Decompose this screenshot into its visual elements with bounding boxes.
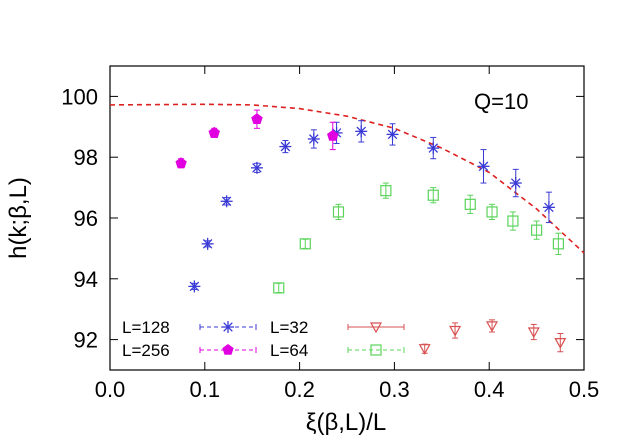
data-point bbox=[355, 125, 368, 138]
data-point bbox=[486, 206, 498, 218]
x-tick-label: 0.3 bbox=[379, 377, 410, 402]
legend-item-l-256: L=256 bbox=[122, 341, 257, 360]
x-tick-label: 0.5 bbox=[569, 377, 600, 402]
data-point bbox=[299, 238, 311, 250]
x-axis-label: ξ(β,L)/L bbox=[306, 409, 387, 436]
data-point bbox=[220, 195, 233, 208]
series-l-64 bbox=[273, 182, 565, 294]
data-point bbox=[542, 201, 555, 214]
data-point bbox=[449, 325, 462, 337]
legend-label: L=32 bbox=[270, 318, 308, 337]
legend-label: L=64 bbox=[270, 341, 308, 360]
data-point bbox=[427, 142, 440, 155]
data-point bbox=[477, 160, 490, 173]
data-point bbox=[307, 132, 320, 145]
y-tick-label: 100 bbox=[61, 84, 98, 109]
y-axis-label: h(k;β,L) bbox=[5, 177, 32, 259]
legend-item-l-64: L=64 bbox=[270, 341, 405, 360]
data-point bbox=[530, 224, 543, 236]
legend-marker bbox=[222, 321, 234, 333]
data-point bbox=[485, 321, 499, 333]
data-point bbox=[509, 177, 522, 190]
series-l-32 bbox=[418, 319, 567, 355]
data-point bbox=[418, 344, 431, 355]
y-tick-label: 94 bbox=[74, 267, 98, 292]
legend-marker bbox=[222, 344, 234, 355]
x-tick-label: 0.1 bbox=[190, 377, 221, 402]
legend-label: L=256 bbox=[122, 341, 170, 360]
y-tick-label: 98 bbox=[74, 145, 98, 170]
series-l-128 bbox=[188, 120, 555, 293]
legend-marker bbox=[370, 344, 382, 356]
x-tick-label: 0.4 bbox=[474, 377, 505, 402]
data-point bbox=[332, 206, 345, 218]
x-tick-label: 0.0 bbox=[95, 377, 126, 402]
data-point bbox=[427, 189, 439, 201]
data-point bbox=[386, 128, 399, 141]
data-point bbox=[251, 113, 263, 124]
data-point bbox=[279, 140, 292, 153]
data-point bbox=[201, 237, 214, 250]
data-point bbox=[175, 157, 187, 169]
data-point bbox=[208, 126, 220, 138]
data-point bbox=[273, 282, 285, 294]
legend-marker bbox=[369, 322, 383, 334]
y-tick-label: 96 bbox=[74, 206, 98, 231]
legend-label: L=128 bbox=[122, 318, 170, 337]
data-point bbox=[527, 327, 540, 339]
series-group bbox=[175, 109, 567, 355]
legend-item-l-128: L=128 bbox=[122, 318, 257, 337]
series-l-256 bbox=[175, 109, 339, 169]
y-tick-label: 92 bbox=[74, 328, 98, 353]
data-point bbox=[188, 280, 201, 293]
axis-ticks: 0.0 0.1 0.2 0.3 0.4 0.5 92 94 96 98 100 bbox=[61, 66, 599, 402]
annotation-q: Q=10 bbox=[474, 89, 528, 114]
data-point bbox=[380, 185, 392, 197]
data-point bbox=[552, 238, 565, 250]
fit-curve bbox=[109, 103, 585, 254]
data-point bbox=[464, 198, 476, 210]
data-point bbox=[250, 161, 263, 174]
legend-item-l-32: L=32 bbox=[270, 318, 405, 337]
data-point bbox=[327, 129, 339, 141]
fit-curve-group bbox=[109, 103, 585, 254]
data-point bbox=[507, 215, 519, 227]
x-tick-label: 0.2 bbox=[284, 377, 315, 402]
data-point bbox=[554, 338, 567, 349]
